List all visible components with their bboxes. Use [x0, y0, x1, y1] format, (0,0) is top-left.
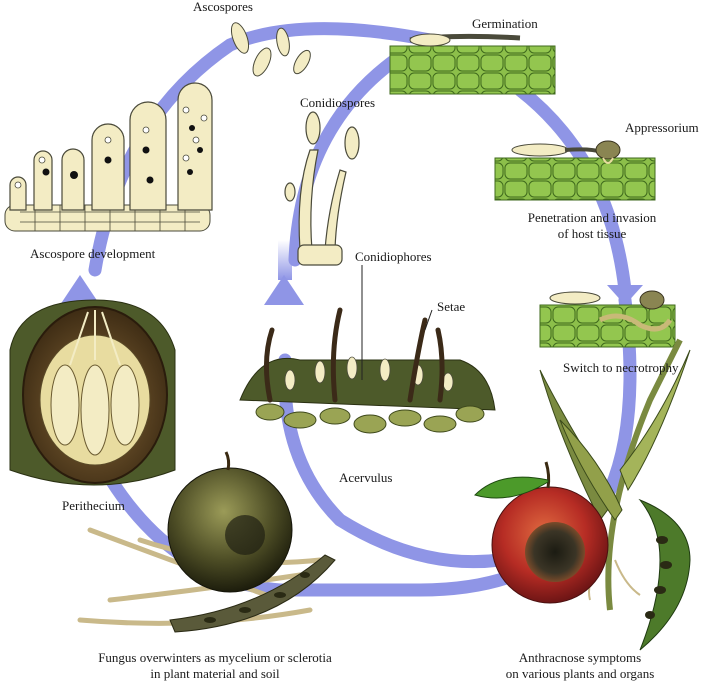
arrowhead-to-conidiophores: [264, 275, 304, 305]
label-acervulus: Acervulus: [339, 470, 393, 485]
inner-arrow-fade: [278, 240, 292, 280]
ascospores-group: [230, 22, 311, 77]
acervulus-illustration: [239, 265, 496, 434]
ascospore-development-illustration: [4, 82, 213, 232]
appressorium-illustration: [494, 140, 656, 201]
label-host-tissue: of host tissue: [557, 226, 627, 241]
label-appressorium: Appressorium: [625, 120, 699, 135]
perithecium-illustration: [9, 299, 176, 486]
arrowhead-to-ascospore-development: [60, 275, 100, 305]
necrotrophy-illustration: [539, 290, 676, 348]
label-ascospore-development: Ascospore development: [30, 246, 156, 261]
label-conidiospores: Conidiospores: [300, 95, 376, 110]
label-penetration: Penetration and invasion: [527, 210, 657, 225]
label-overwinter-line1: Fungus overwinters as mycelium or sclero…: [98, 650, 332, 665]
setae-leader: [424, 309, 433, 331]
label-setae: Setae: [437, 299, 466, 314]
label-germination: Germination: [472, 16, 538, 31]
arrowhead-to-switch: [607, 285, 643, 305]
overwintering-illustration: [77, 451, 336, 633]
conidiophores-illustration: [284, 111, 360, 266]
label-ascospores: Ascospores: [193, 0, 253, 14]
label-perithecium: Perithecium: [62, 498, 125, 513]
label-conidiophores: Conidiophores: [355, 249, 432, 264]
label-symptoms-line2: on various plants and organs: [505, 666, 655, 681]
symptoms-illustration: [474, 338, 691, 651]
label-switch-to-necrotrophy: Switch to necrotrophy: [563, 360, 679, 375]
label-symptoms-line1: Anthracnose symptoms: [518, 650, 642, 665]
germination-illustration: [389, 33, 556, 95]
label-overwinter-line2: in plant material and soil: [150, 666, 280, 681]
